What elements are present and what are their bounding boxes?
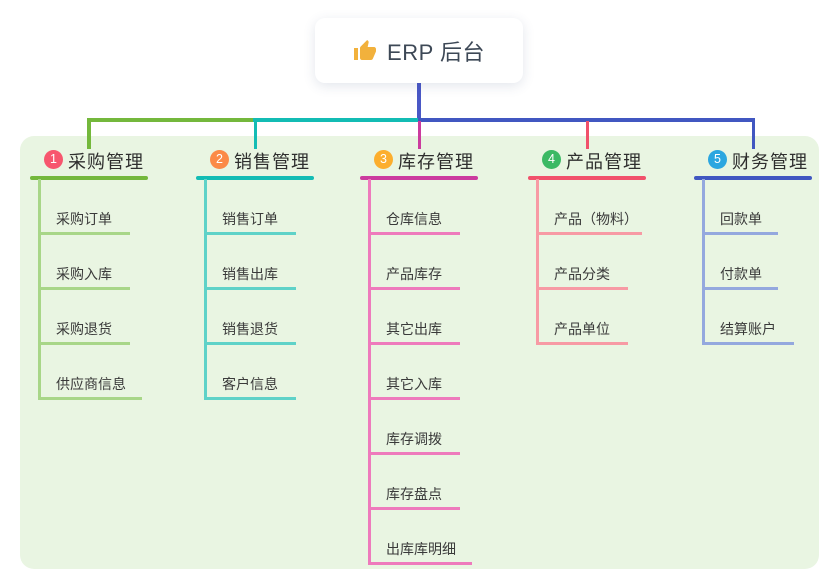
branch-node-product[interactable]: 4 产品管理 xyxy=(528,148,688,174)
child-node[interactable]: 销售退货 xyxy=(222,321,278,337)
child-underline xyxy=(37,342,130,345)
mindmap-panel xyxy=(20,136,819,569)
child-underline xyxy=(701,232,778,235)
branch-number-badge: 3 xyxy=(374,150,393,169)
child-node[interactable]: 销售订单 xyxy=(222,211,278,227)
child-node[interactable]: 采购退货 xyxy=(56,321,112,337)
child-node[interactable]: 结算账户 xyxy=(720,321,776,337)
child-underline xyxy=(701,342,794,345)
child-node[interactable]: 产品库存 xyxy=(386,266,442,282)
branch-title: 销售管理 xyxy=(234,152,310,172)
branch-number-badge: 4 xyxy=(542,150,561,169)
branch-title: 采购管理 xyxy=(68,152,144,172)
branch-underline xyxy=(694,176,812,180)
branch-number-badge: 5 xyxy=(708,150,727,169)
child-underline xyxy=(367,452,460,455)
child-node[interactable]: 产品分类 xyxy=(554,266,610,282)
child-node[interactable]: 采购入库 xyxy=(56,266,112,282)
child-node[interactable]: 其它出库 xyxy=(386,321,442,337)
child-underline xyxy=(37,232,130,235)
child-underline xyxy=(203,397,296,400)
child-underline xyxy=(367,507,460,510)
child-node[interactable]: 产品单位 xyxy=(554,321,610,337)
branch-number-badge: 1 xyxy=(44,150,63,169)
branch-node-purchase[interactable]: 1 采购管理 xyxy=(30,148,190,174)
branch-underline xyxy=(360,176,478,180)
root-node[interactable]: ERP 后台 xyxy=(315,18,523,83)
child-underline xyxy=(203,342,296,345)
branch-title: 产品管理 xyxy=(566,152,642,172)
child-node[interactable]: 库存盘点 xyxy=(386,486,442,502)
child-underline xyxy=(535,287,628,290)
connector-horizontal-right xyxy=(417,118,755,122)
child-node[interactable]: 采购订单 xyxy=(56,211,112,227)
branch-underline xyxy=(196,176,314,180)
branch-number-badge: 2 xyxy=(210,150,229,169)
child-node[interactable]: 仓库信息 xyxy=(386,211,442,227)
child-node[interactable]: 回款单 xyxy=(720,211,762,227)
branch-node-finance[interactable]: 5 财务管理 xyxy=(694,148,839,174)
connector-drop-branch-5 xyxy=(751,118,755,149)
child-underline xyxy=(367,287,460,290)
child-underline xyxy=(535,342,628,345)
root-node-label: ERP 后台 xyxy=(387,39,485,65)
child-underline xyxy=(37,287,130,290)
child-node[interactable]: 库存调拨 xyxy=(386,431,442,447)
child-node[interactable]: 其它入库 xyxy=(386,376,442,392)
connector-horizontal-left xyxy=(87,118,255,122)
child-node[interactable]: 客户信息 xyxy=(222,376,278,392)
thumbs-up-icon xyxy=(354,39,377,60)
child-underline xyxy=(701,287,778,290)
branch-child-connector xyxy=(701,179,705,344)
branch-child-connector xyxy=(535,179,539,344)
child-node[interactable]: 销售出库 xyxy=(222,266,278,282)
connector-root-drop xyxy=(417,83,421,119)
branch-node-sales[interactable]: 2 销售管理 xyxy=(196,148,356,174)
child-underline xyxy=(367,562,472,565)
child-underline xyxy=(37,397,142,400)
child-underline xyxy=(203,287,296,290)
connector-drop-branch-1 xyxy=(87,118,91,149)
connector-drop-branch-3 xyxy=(417,121,421,149)
connector-drop-branch-2 xyxy=(253,118,257,149)
child-underline xyxy=(367,232,460,235)
child-node[interactable]: 出库库明细 xyxy=(386,541,456,557)
branch-title: 财务管理 xyxy=(732,152,808,172)
connector-drop-branch-4 xyxy=(585,121,589,149)
branch-underline xyxy=(528,176,646,180)
child-node[interactable]: 供应商信息 xyxy=(56,376,126,392)
branch-title: 库存管理 xyxy=(398,152,474,172)
child-underline xyxy=(367,397,460,400)
branch-node-inventory[interactable]: 3 库存管理 xyxy=(360,148,520,174)
child-node[interactable]: 产品（物料） xyxy=(554,211,638,227)
child-underline xyxy=(535,232,642,235)
connector-horizontal-mid xyxy=(253,118,421,122)
branch-underline xyxy=(30,176,148,180)
child-underline xyxy=(203,232,296,235)
branch-child-connector xyxy=(367,179,371,564)
child-underline xyxy=(367,342,460,345)
child-node[interactable]: 付款单 xyxy=(720,266,762,282)
